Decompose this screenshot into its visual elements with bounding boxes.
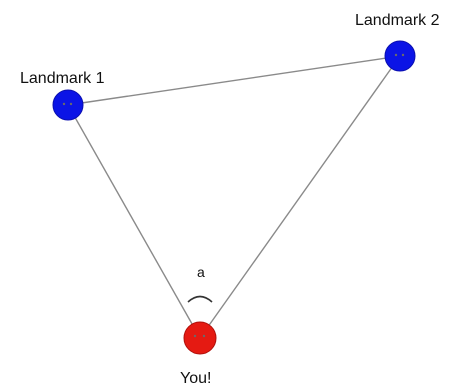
you-node: You! [180,321,217,387]
edge-landmark2-you [199,55,401,339]
landmark-2-dot [384,40,416,72]
edge-landmark1-landmark2 [67,55,401,106]
landmark-2-node: Landmark 2 [355,12,440,72]
landmark-1-dot-eye-right [69,102,73,106]
edge-landmark1-you [67,104,201,339]
angle-label: a [197,264,205,280]
angle-arc [187,295,213,303]
landmark-1-label: Landmark 1 [20,70,105,87]
landmark-2-label: Landmark 2 [355,12,440,29]
you-dot-eye-left [193,334,197,338]
landmark-2-dot-eye-left [394,53,398,57]
landmark-1-dot-eye-left [62,102,66,106]
landmark-2-dot-eye-right [401,53,405,57]
you-dot [183,321,217,355]
you-label: You! [180,370,211,387]
you-dot-eye-right [202,334,206,338]
landmark-1-dot [52,89,84,121]
landmark-1-node: Landmark 1 [20,70,105,121]
